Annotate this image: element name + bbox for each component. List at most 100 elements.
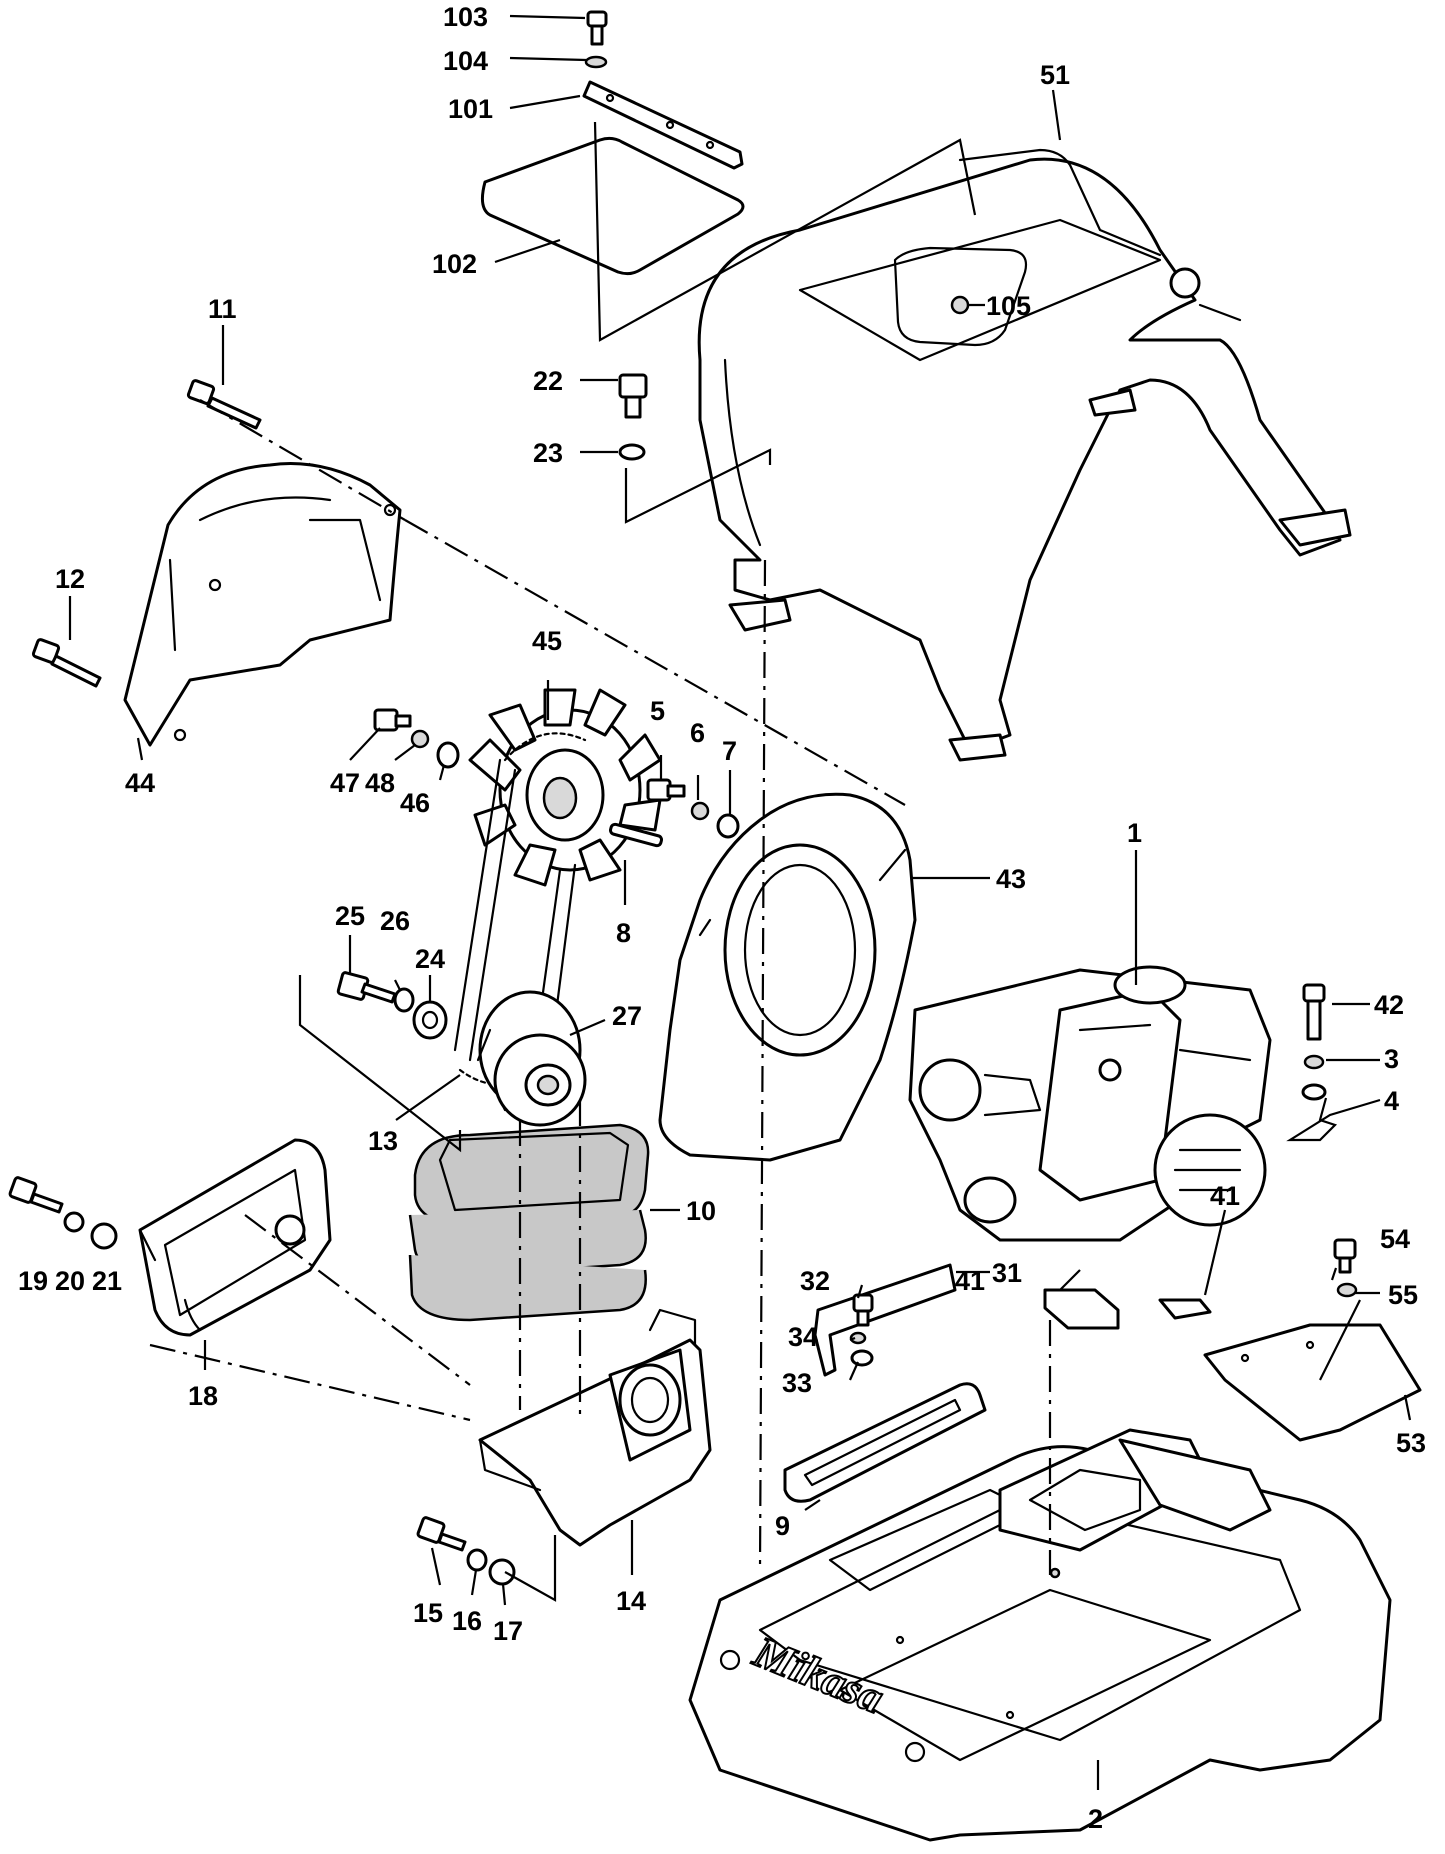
callout-2: 2 bbox=[1088, 1804, 1103, 1834]
part-3-washer bbox=[1303, 1054, 1325, 1070]
callout-labels: 103 104 101 102 51 105 11 22 23 12 45 44… bbox=[18, 2, 1426, 1834]
callout-5: 5 bbox=[650, 696, 665, 726]
callout-7: 7 bbox=[722, 736, 737, 766]
part-17-washer bbox=[488, 1558, 516, 1586]
part-102-inspection-cover bbox=[480, 136, 745, 276]
part-15-bolt bbox=[416, 1516, 467, 1552]
part-14-bearing-housing bbox=[478, 1308, 712, 1547]
callout-104: 104 bbox=[443, 46, 488, 76]
callout-16: 16 bbox=[452, 1606, 482, 1636]
part-16-washer bbox=[466, 1548, 488, 1572]
part-44-belt-cover bbox=[123, 462, 402, 747]
callout-26: 26 bbox=[380, 906, 410, 936]
callout-32: 32 bbox=[800, 1266, 830, 1296]
part-103-screw bbox=[586, 10, 608, 46]
part-4-washer bbox=[1301, 1083, 1327, 1101]
callout-42: 42 bbox=[1374, 990, 1404, 1020]
part-101-retaining-bar bbox=[582, 80, 744, 170]
callout-33: 33 bbox=[782, 1368, 812, 1398]
part-53-cover-plate bbox=[1203, 1323, 1422, 1442]
part-1-engine bbox=[908, 965, 1272, 1242]
part-26-washer bbox=[393, 987, 415, 1013]
callout-34: 34 bbox=[788, 1322, 818, 1352]
part-33-washer bbox=[850, 1349, 874, 1367]
part-23-washer bbox=[618, 443, 646, 461]
callout-14: 14 bbox=[616, 1586, 646, 1616]
part-55-washer bbox=[1336, 1282, 1358, 1298]
part-51-guard-frame bbox=[697, 148, 1352, 762]
callout-13: 13 bbox=[368, 1126, 398, 1156]
part-31-bracket bbox=[813, 1263, 957, 1377]
callout-102: 102 bbox=[432, 249, 477, 279]
part-20-washer bbox=[63, 1211, 85, 1233]
callout-9: 9 bbox=[775, 1511, 790, 1541]
part-2-base-plate: Mikasa bbox=[688, 1428, 1392, 1842]
callout-53: 53 bbox=[1396, 1428, 1426, 1458]
part-46-washer bbox=[436, 741, 460, 769]
callout-23: 23 bbox=[533, 438, 563, 468]
callout-25: 25 bbox=[335, 901, 365, 931]
callout-51: 51 bbox=[1040, 60, 1070, 90]
part-105-drain-plug bbox=[950, 295, 970, 315]
part-7-washer bbox=[716, 813, 740, 839]
part-34-washer bbox=[849, 1331, 867, 1345]
leader-lines bbox=[68, 14, 1412, 1790]
callout-15: 15 bbox=[413, 1598, 443, 1628]
callout-21: 21 bbox=[92, 1266, 122, 1296]
part-43-mounting-plate bbox=[658, 792, 917, 1162]
part-18-lower-guard bbox=[138, 1138, 332, 1337]
callout-12: 12 bbox=[55, 564, 85, 594]
callout-1: 1 bbox=[1127, 818, 1142, 848]
part-21-washer bbox=[90, 1222, 118, 1250]
callout-11: 11 bbox=[208, 294, 237, 324]
part-19-bolt bbox=[8, 1176, 64, 1214]
part-24-spacer bbox=[412, 1000, 448, 1040]
callout-27: 27 bbox=[612, 1001, 642, 1031]
callout-41-upper: 41 bbox=[1210, 1181, 1240, 1211]
part-8-key bbox=[608, 822, 664, 848]
callout-45: 45 bbox=[532, 626, 562, 656]
callout-31: 31 bbox=[992, 1258, 1022, 1288]
callout-10: 10 bbox=[686, 1196, 716, 1226]
part-32-bolt bbox=[852, 1293, 874, 1327]
callout-43: 43 bbox=[996, 864, 1026, 894]
part-5-bolt bbox=[646, 778, 686, 802]
callout-20: 20 bbox=[55, 1266, 85, 1296]
callout-55: 55 bbox=[1388, 1280, 1418, 1310]
callout-103: 103 bbox=[443, 2, 488, 32]
part-12-bolt bbox=[31, 638, 102, 688]
callout-17: 17 bbox=[493, 1616, 523, 1646]
callout-24: 24 bbox=[415, 944, 445, 974]
part-48-washer bbox=[410, 729, 430, 749]
callout-18: 18 bbox=[188, 1381, 218, 1411]
part-41-spacer-b bbox=[1158, 1298, 1212, 1320]
part-42-bolt bbox=[1302, 983, 1326, 1041]
part-54-bolt bbox=[1333, 1238, 1357, 1274]
part-45-fan-pulley bbox=[468, 688, 662, 887]
callout-54: 54 bbox=[1380, 1224, 1410, 1254]
callout-22: 22 bbox=[533, 366, 563, 396]
callout-105: 105 bbox=[986, 291, 1031, 321]
callout-47: 47 bbox=[330, 768, 360, 798]
part-27-clutch-pulley bbox=[476, 990, 587, 1127]
callout-8: 8 bbox=[616, 918, 631, 948]
callout-46: 46 bbox=[400, 788, 430, 818]
part-41-spacer-a bbox=[1043, 1288, 1120, 1330]
callout-48: 48 bbox=[365, 768, 395, 798]
part-104-washer bbox=[584, 55, 608, 69]
part-9-gasket bbox=[783, 1382, 987, 1503]
callout-3: 3 bbox=[1384, 1044, 1399, 1074]
callout-4: 4 bbox=[1384, 1086, 1399, 1116]
callout-41-lower: 41 bbox=[955, 1266, 985, 1296]
part-47-bolt bbox=[373, 708, 412, 732]
assembly-lines bbox=[149, 399, 1052, 1575]
callout-44: 44 bbox=[125, 768, 155, 798]
callout-19: 19 bbox=[18, 1266, 48, 1296]
callout-6: 6 bbox=[690, 718, 705, 748]
part-25-bolt bbox=[336, 971, 397, 1004]
part-10-rubber-mount bbox=[408, 1123, 650, 1322]
part-6-washer bbox=[690, 801, 710, 821]
part-11-bolt bbox=[186, 379, 262, 430]
callout-101: 101 bbox=[448, 94, 493, 124]
